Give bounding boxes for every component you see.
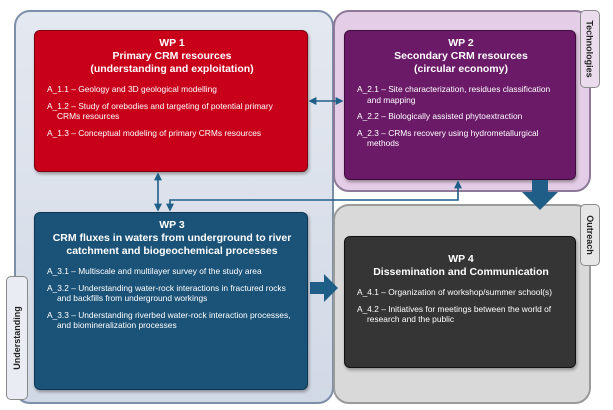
activity-a2-2: A_2.2 – Biologically assisted phytoextra… <box>357 111 523 121</box>
activity-a3-3: A_3.3 – Understanding riverbed water-roc… <box>47 309 291 331</box>
wp1-number: WP 1 <box>159 37 185 49</box>
wp4-box: WP 4 Dissemination and Communication A_4… <box>344 236 576 368</box>
wp2-name: Secondary CRM resources <box>394 50 528 62</box>
wp2-subtitle: (circular economy) <box>414 63 508 75</box>
wp1-title: WP 1 Primary CRM resources (understandin… <box>47 37 297 76</box>
activity-a3-2: A_3.2 – Understanding water-rock interac… <box>47 282 286 304</box>
wp2-box: WP 2 Secondary CRM resources (circular e… <box>344 30 576 180</box>
activity-a1-2: A_1.2 – Study of orebodies and targeting… <box>47 100 273 122</box>
wp3-box: WP 3 CRM fluxes in waters from undergrou… <box>34 212 308 390</box>
technologies-tab: Technologies <box>580 10 600 88</box>
wp4-number: WP 4 <box>448 253 474 265</box>
wp3-number: WP 3 <box>159 219 185 231</box>
wp1-box: WP 1 Primary CRM resources (understandin… <box>34 30 308 172</box>
understanding-tab: Understanding <box>6 276 28 400</box>
activity-a4-1: A_4.1 – Organization of workshop/summer … <box>357 287 553 297</box>
activity-a4-2: A_4.2 – Initiatives for meetings between… <box>357 303 552 325</box>
activity-a1-3: A_1.3 – Conceptual modeling of primary C… <box>47 127 262 138</box>
activity-a1-1: A_1.1 – Geology and 3D geological modell… <box>47 84 217 94</box>
wp1-name: Primary CRM resources <box>112 50 232 62</box>
wp4-name: Dissemination and Communication <box>373 266 549 278</box>
wp1-subtitle: (understanding and exploitation) <box>90 63 254 75</box>
wp3-wp4-arrow <box>310 274 338 302</box>
wp3-title: WP 3 CRM fluxes in waters from undergrou… <box>47 219 297 258</box>
activity-a2-3: A_2.3 – CRMs recovery using hydrometallu… <box>357 127 539 149</box>
activity-a2-1: A_2.1 – Site characterization, residues … <box>357 84 551 105</box>
outreach-tab: Outreach <box>580 204 600 266</box>
wp4-title: WP 4 Dissemination and Communication <box>357 253 565 279</box>
wp2-wp4-arrow <box>522 180 558 210</box>
wp3-name: CRM fluxes in waters from underground to… <box>52 232 292 257</box>
activity-a3-1: A_3.1 – Multiscale and multilayer survey… <box>47 266 262 276</box>
wp3-wp2-connector <box>166 180 462 212</box>
wp2-number: WP 2 <box>448 37 474 49</box>
wp2-title: WP 2 Secondary CRM resources (circular e… <box>357 37 565 76</box>
